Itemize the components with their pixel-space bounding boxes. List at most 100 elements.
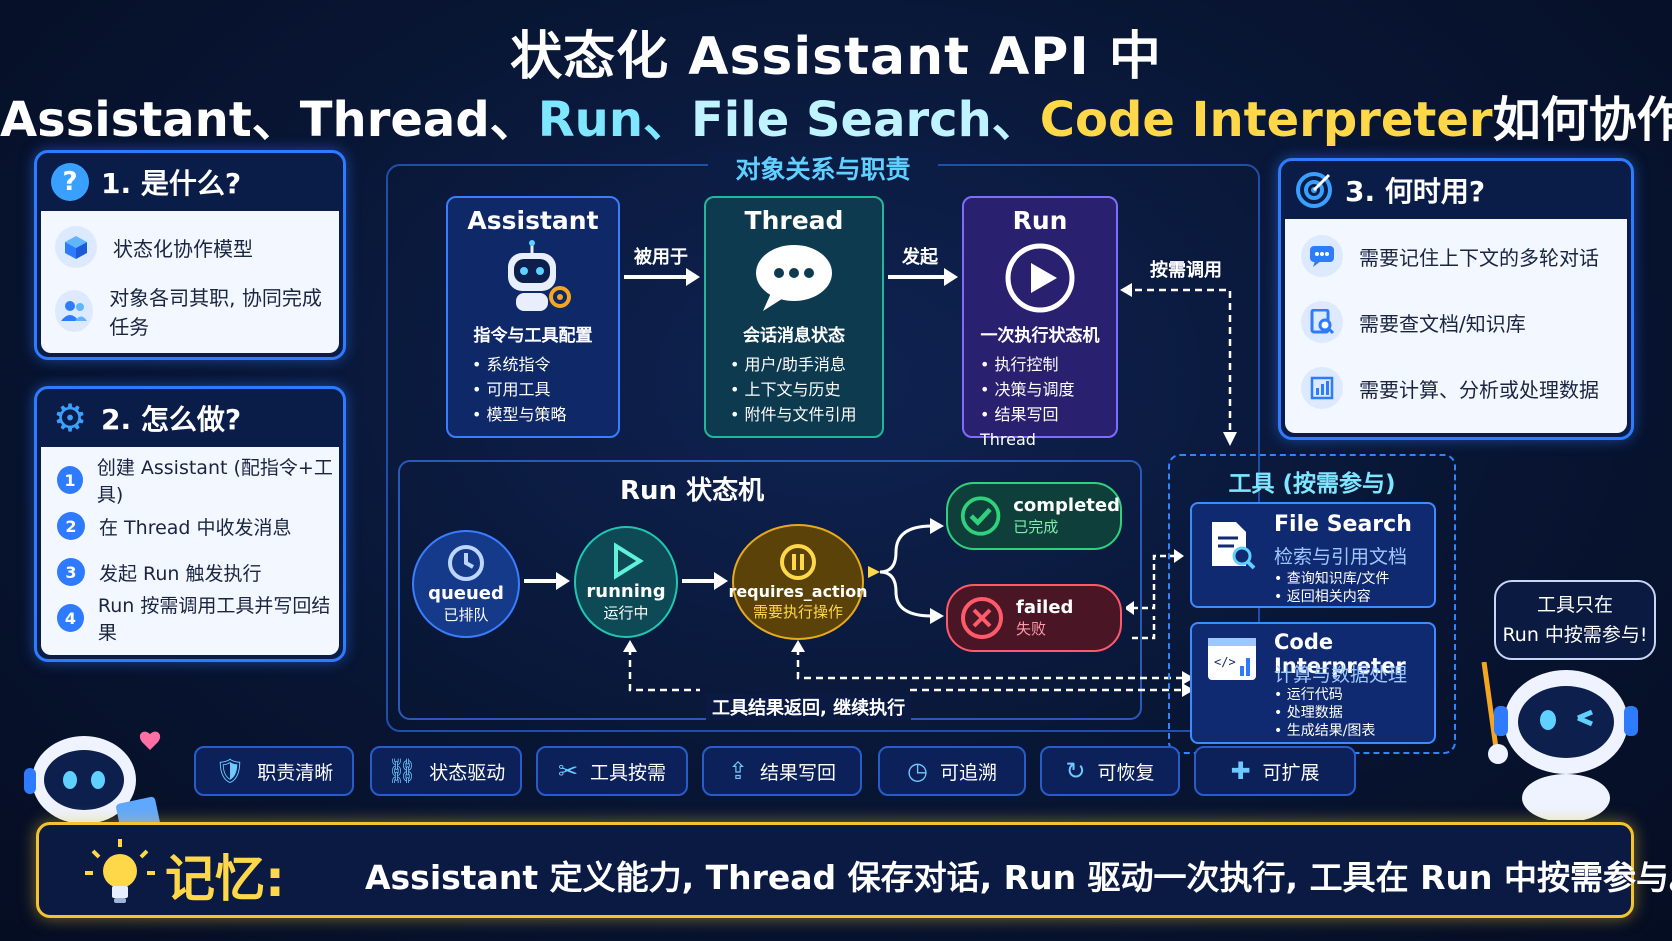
- list-item: 系统指令: [472, 352, 618, 377]
- chat-icon: [1301, 235, 1343, 277]
- how-heading: 2. 怎么做?: [101, 403, 242, 436]
- what-item: 状态化协作模型: [41, 215, 339, 279]
- step-label: 创建 Assistant (配指令+工具): [96, 457, 333, 506]
- clock-icon: [448, 545, 484, 581]
- subtitle-assistant: Assistant、: [0, 92, 300, 148]
- chip-traceable: ◷可追溯: [878, 746, 1026, 796]
- memory-label: 记忆:: [165, 850, 285, 908]
- file-search-title: File Search: [1274, 512, 1412, 537]
- code-interpreter-card: </> Code Interpreter 计算与数据处理 • 运行代码 • 处理…: [1190, 622, 1436, 744]
- assistant-list: 系统指令 可用工具 模型与策略: [448, 352, 618, 427]
- failed-text: failed 失败: [1016, 597, 1073, 639]
- file-search-card: File Search 检索与引用文档 • 查询知识库/文件 • 返回相关内容: [1190, 502, 1436, 608]
- network-icon: ⛓: [386, 757, 418, 785]
- list-item: 附件与文件引用: [730, 402, 882, 427]
- chip-state-driven: ⛓状态驱动: [370, 746, 522, 796]
- run-list: 执行控制 决策与调度 结果写回 Thread: [964, 352, 1116, 452]
- completed-text: completed 已完成: [1013, 495, 1120, 537]
- arrow2-label: 发起: [902, 247, 938, 268]
- what-header: ? 1. 是什么?: [37, 153, 343, 211]
- code-chart-icon: </>: [1208, 638, 1256, 680]
- play-icon: [614, 542, 644, 580]
- chip-clear-duties: 🛡职责清晰: [194, 746, 354, 796]
- when-panel: 3. 何时用? 需要记住上下文的多轮对话 需要查文档/知识库 需要计算、分析或处…: [1278, 158, 1634, 440]
- chip-extensible: ✚可扩展: [1194, 746, 1356, 796]
- code-interpreter-title: Code Interpreter: [1274, 630, 1406, 678]
- how-header: ⚙ 2. 怎么做?: [37, 389, 343, 447]
- subtitle-run: Run、: [537, 92, 691, 148]
- assistant-sub: 指令与工具配置: [473, 326, 593, 346]
- loop-arrow: [623, 640, 1194, 697]
- subtitle-file-search: File Search、: [691, 92, 1040, 148]
- run-sub: 一次执行状态机: [980, 326, 1100, 346]
- speech-bubble: 工具只在 Run 中按需参与!: [1494, 580, 1656, 660]
- thread-card: Thread 会话消息状态 用户/助手消息 上下文与历史 附件与文件引用: [704, 196, 884, 438]
- puzzle-icon: ✚: [1230, 757, 1251, 785]
- list-item: • 生成结果/图表: [1274, 723, 1376, 739]
- state-running: running 运行中: [574, 526, 678, 638]
- step-label: 发起 Run 触发执行: [99, 562, 262, 585]
- svg-text:</>: </>: [1214, 655, 1236, 669]
- list-item: 决策与调度: [980, 377, 1116, 402]
- users-icon: [55, 290, 94, 332]
- when-body: 需要记住上下文的多轮对话 需要查文档/知识库 需要计算、分析或处理数据: [1285, 219, 1627, 433]
- running-cn: 运行中: [603, 604, 649, 622]
- list-item: • 处理数据: [1274, 705, 1343, 721]
- step-number: 4: [57, 604, 84, 632]
- relations-title: 对象关系与职责: [708, 152, 938, 188]
- chip-recoverable: ↻可恢复: [1040, 746, 1180, 796]
- state-queued: queued 已排队: [412, 530, 520, 638]
- arrow-queued-running: [524, 572, 570, 590]
- on-demand-arrow: [1120, 283, 1237, 446]
- what-item-label: 对象各司其职, 协同完成任务: [109, 286, 322, 339]
- tools-icon: ✂: [557, 757, 579, 785]
- queued-name: queued: [428, 583, 504, 604]
- list-item: 上下文与历史: [730, 377, 882, 402]
- file-search-sub: 检索与引用文档: [1274, 546, 1408, 568]
- list-item: 可用工具: [472, 377, 618, 402]
- failed-name: failed: [1016, 597, 1074, 618]
- page-subtitle: Assistant、Thread、Run、File Search、Code In…: [0, 80, 1672, 150]
- bubble-line2: Run 中按需参与!: [1502, 624, 1648, 646]
- what-panel: ? 1. 是什么? 状态化协作模型 对象各司其职, 协同完成任务: [34, 150, 346, 360]
- what-heading: 1. 是什么?: [101, 167, 242, 200]
- when-item: 需要记住上下文的多轮对话: [1285, 223, 1627, 289]
- step-number: 3: [57, 558, 85, 586]
- bubble-line1: 工具只在: [1536, 594, 1613, 616]
- thread-sub: 会话消息状态: [743, 326, 845, 346]
- when-header: 3. 何时用?: [1281, 161, 1631, 219]
- doc-search-icon: [1301, 301, 1343, 343]
- list-item: • 返回相关内容: [1274, 589, 1371, 605]
- gear-icon: ⚙: [52, 396, 88, 440]
- when-heading: 3. 何时用?: [1345, 175, 1486, 208]
- memory-bar: 记忆: Assistant 定义能力, Thread 保存对话, Run 驱动一…: [36, 822, 1672, 918]
- page-title: 状态化 Assistant API 中: [510, 27, 1162, 87]
- when-item-label: 需要查文档/知识库: [1359, 311, 1526, 336]
- thread-title: Thread: [744, 206, 844, 235]
- state-completed: completed 已完成: [946, 482, 1122, 550]
- list-item: 结果写回 Thread: [980, 402, 1116, 452]
- loop-label: 工具结果返回, 继续执行: [706, 694, 912, 720]
- completed-cn: 已完成: [1013, 518, 1059, 536]
- run-title: Run: [1012, 206, 1068, 235]
- state-requires-action: requires_action 需要执行操作: [728, 524, 868, 640]
- list-item: 模型与策略: [472, 402, 618, 427]
- x-icon: [961, 597, 1003, 639]
- list-item: 执行控制: [980, 352, 1116, 377]
- assistant-title: Assistant: [467, 206, 599, 235]
- chip-tools-on-demand: ✂工具按需: [536, 746, 688, 796]
- when-item-label: 需要记住上下文的多轮对话: [1359, 245, 1599, 270]
- pointing-robot-icon: [1481, 662, 1638, 820]
- requires-action-name: requires_action: [728, 582, 868, 601]
- arrow1-icon: [624, 268, 700, 286]
- code-interpreter-sub: 计算与数据处理: [1274, 664, 1408, 686]
- when-item: 需要查文档/知识库: [1285, 289, 1627, 355]
- requires-action-cn: 需要执行操作: [752, 603, 843, 621]
- check-icon: [960, 496, 1001, 536]
- failed-cn: 失败: [1016, 620, 1047, 638]
- step-number: 2: [57, 512, 85, 540]
- queued-cn: 已排队: [443, 606, 489, 624]
- code-interpreter-list: • 运行代码 • 处理数据 • 生成结果/图表: [1274, 686, 1375, 740]
